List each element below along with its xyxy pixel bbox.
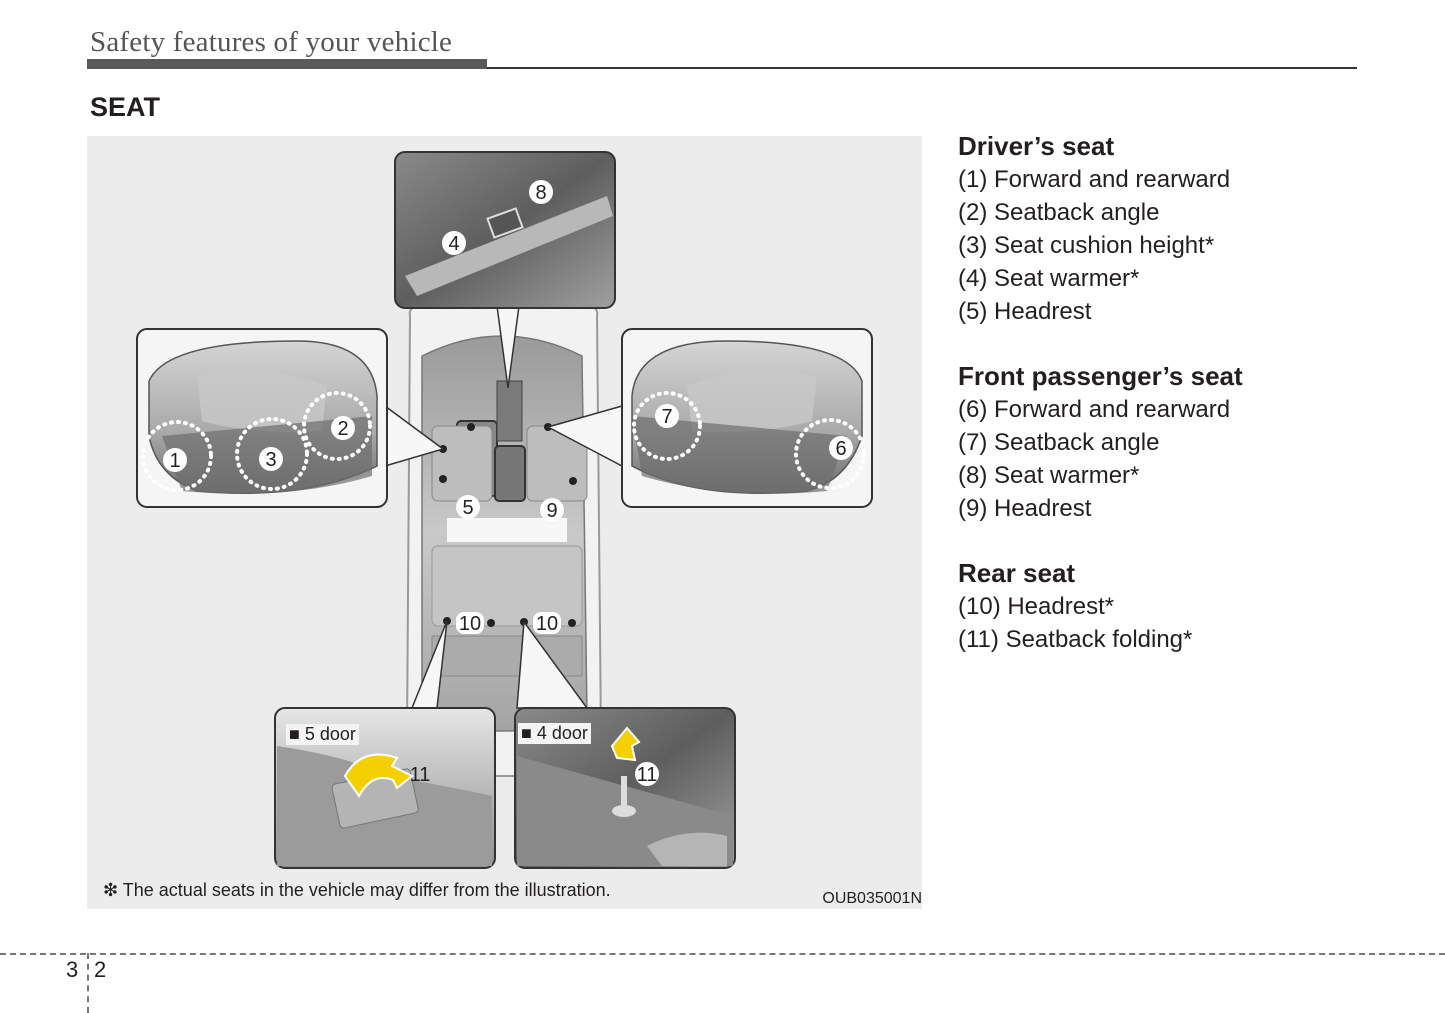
svg-text:8: 8 (535, 182, 546, 204)
callout-6: 6 (829, 436, 853, 460)
legend-group-driver: Driver’s seat (1) Forward and rearward (… (958, 130, 1418, 328)
svg-text:6: 6 (835, 438, 846, 460)
footer-divider (0, 953, 1445, 955)
legend-item: (2) Seatback angle (958, 199, 1160, 226)
inset-4-door (514, 707, 736, 869)
legend-item: (5) Headrest (958, 298, 1092, 325)
callout-7: 7 (655, 404, 679, 428)
svg-text:9: 9 (546, 500, 557, 522)
legend-item: (11) Seatback folding* (958, 626, 1193, 653)
svg-text:11: 11 (410, 764, 431, 786)
seat-legend: Driver’s seat (1) Forward and rearward (… (958, 130, 1418, 688)
callout-numbers: 1 2 3 4 5 6 7 8 9 10 10 11 11 (163, 180, 853, 786)
square-bullet-icon: ■ (289, 724, 300, 744)
svg-text:7: 7 (661, 406, 672, 428)
legend-group-rear: Rear seat (10) Headrest* (11) Seatback f… (958, 557, 1418, 656)
svg-text:1: 1 (169, 450, 180, 472)
callout-3: 3 (259, 447, 283, 471)
legend-item: (9) Headrest (958, 495, 1092, 522)
inset-seat-warmer (394, 151, 616, 309)
svg-text:5: 5 (462, 497, 473, 519)
callout-8: 8 (529, 180, 553, 204)
inset-driver-seat (136, 328, 388, 508)
legend-item: (8) Seat warmer* (958, 462, 1140, 489)
svg-text:10: 10 (459, 613, 481, 635)
callout-10-left: 10 (456, 612, 484, 635)
callout-11-5door: 11 (410, 764, 431, 786)
legend-group-title: Rear seat (958, 558, 1076, 588)
svg-text:10: 10 (536, 613, 558, 635)
svg-text:2: 2 (337, 418, 348, 440)
note-asterism-icon: ❇ (103, 880, 119, 900)
legend-group-front-passenger: Front passenger’s seat (6) Forward and r… (958, 360, 1418, 525)
page-chapter-number: 3 (66, 957, 79, 982)
figure-note-text: The actual seats in the vehicle may diff… (122, 880, 611, 900)
inset-5-door-label: ■ 5 door (286, 724, 359, 745)
callout-11-4door: 11 (635, 762, 659, 786)
callout-1: 1 (163, 448, 187, 472)
inset-5-door (274, 707, 496, 869)
seat-illustration-graphic: 1 2 3 4 5 6 7 8 9 10 10 11 11 (136, 151, 873, 869)
legend-item: (6) Forward and rearward (958, 396, 1231, 423)
legend-item: (4) Seat warmer* (958, 265, 1140, 292)
legend-item: (3) Seat cushion height* (958, 232, 1215, 259)
callout-4: 4 (442, 231, 466, 255)
section-title: SEAT (90, 92, 161, 122)
figure-code: OUB035001N (822, 890, 922, 907)
footer-page-divider (87, 953, 89, 1013)
callout-9: 9 (540, 498, 564, 522)
callout-10-right: 10 (533, 612, 561, 635)
legend-group-title: Front passenger’s seat (958, 361, 1243, 391)
legend-item: (7) Seatback angle (958, 429, 1160, 456)
running-header-title: Safety features of your vehicle (90, 26, 453, 58)
legend-item: (1) Forward and rearward (958, 166, 1231, 193)
svg-text:11: 11 (637, 764, 658, 786)
callout-5: 5 (456, 495, 480, 519)
legend-group-title: Driver’s seat (958, 131, 1115, 161)
inset-passenger-seat (621, 328, 873, 508)
header-rule-thin (487, 67, 1357, 69)
inset-4-door-text: 4 door (536, 723, 588, 743)
square-bullet-icon: ■ (521, 723, 532, 743)
header-rule-thick (87, 59, 487, 69)
svg-text:3: 3 (265, 449, 276, 471)
page-number: 2 (94, 957, 107, 982)
legend-item: (10) Headrest* (958, 593, 1115, 620)
inset-4-door-label: ■ 4 door (518, 723, 591, 744)
svg-text:4: 4 (448, 233, 459, 255)
callout-2: 2 (331, 416, 355, 440)
figure-note: ❇ The actual seats in the vehicle may di… (103, 880, 611, 901)
inset-5-door-text: 5 door (304, 724, 356, 744)
seat-illustration: 1 2 3 4 5 6 7 8 9 10 10 11 11 ■ 5 door ■… (87, 136, 922, 909)
